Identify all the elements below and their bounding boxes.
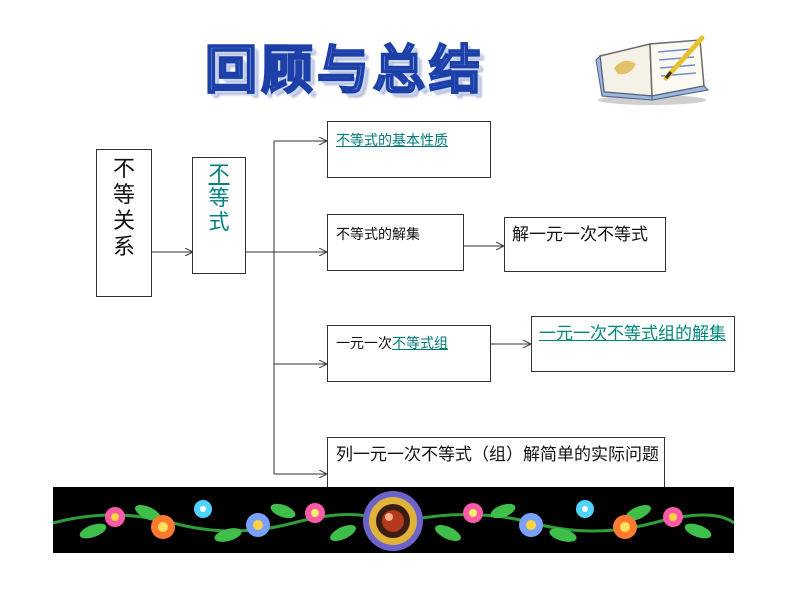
flower-border-banner [53,487,734,553]
root-node-label: 不 等 关 系 [96,157,152,261]
system-solution-link[interactable]: 一元一次不等式组的解集 [539,323,731,345]
system-link[interactable]: 不等式组 [392,336,448,352]
root-char-1: 不 [113,157,135,183]
root-char-3: 关 [113,209,135,235]
solve-linear-label: 解一元一次不等式 [512,224,662,246]
flower-vine-graphic [53,487,734,553]
applications-label: 列一元一次不等式（组）解简单的实际问题 [336,444,660,466]
solution-set-label: 不等式的解集 [336,224,420,244]
root-char-4: 系 [113,235,135,261]
system-prefix: 一元一次 [336,336,392,352]
system-label: 一元一次不等式组 [336,333,448,353]
branch-node-label[interactable]: 不 等 式 [192,162,246,234]
root-char-2: 等 [113,183,135,209]
basic-properties-link[interactable]: 不等式的基本性质 [336,130,448,150]
branch-char-2: 等 [209,186,230,210]
branch-char-1: 不 [209,162,230,186]
branch-char-3: 式 [209,210,230,234]
